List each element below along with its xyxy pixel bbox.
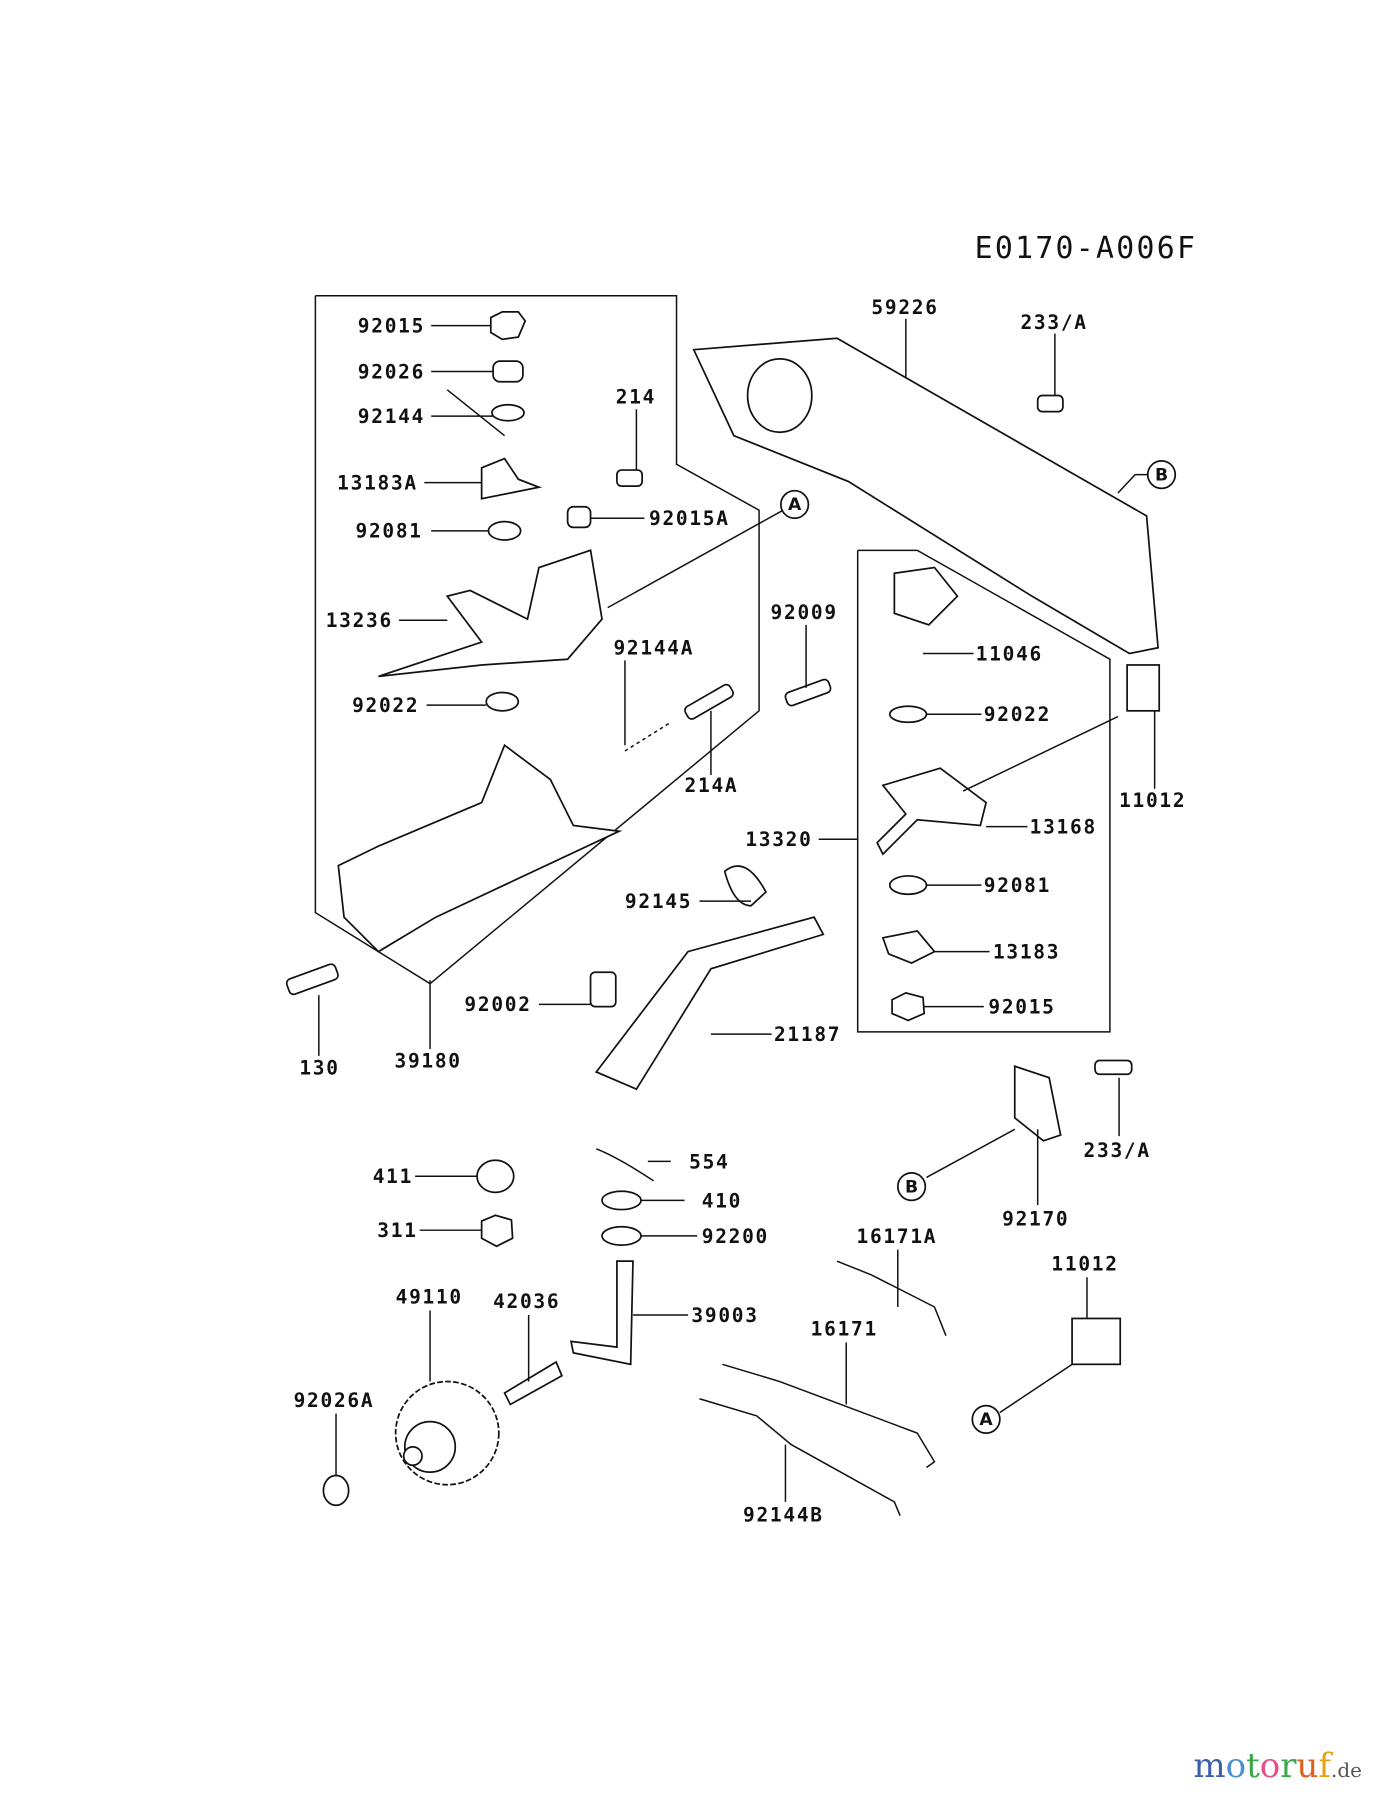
screw-214-icon xyxy=(616,469,643,487)
ref-circle-a-bottom: A xyxy=(971,1404,1001,1434)
svg-text:A: A xyxy=(788,495,802,515)
washer-410-icon xyxy=(601,1190,642,1211)
part-label: 214A xyxy=(685,774,739,797)
spring-icon xyxy=(491,403,525,422)
ref-circle-a-top: A xyxy=(780,489,810,520)
part-label: 214 xyxy=(616,386,656,409)
washer-92026A-icon xyxy=(322,1474,350,1507)
part-label: 39180 xyxy=(394,1049,461,1072)
bracket-92170-icon xyxy=(1013,1065,1062,1142)
watermark-logo: motoruf.de xyxy=(1193,1746,1362,1786)
part-label: 11046 xyxy=(976,642,1043,665)
part-label: 92015 xyxy=(988,996,1055,1019)
part-label: 92026 xyxy=(358,360,425,383)
boot-11012-icon xyxy=(1126,664,1161,712)
part-label: 21187 xyxy=(774,1023,841,1046)
part-label: 13183 xyxy=(993,940,1060,963)
part-label: 13168 xyxy=(1030,816,1097,839)
nut-92015b-icon xyxy=(891,991,926,1022)
part-label: 49110 xyxy=(396,1286,463,1309)
part-label: 13183A xyxy=(337,472,418,495)
plate-11046-icon xyxy=(893,566,959,626)
part-labels: 92015 92026 92144 13183A 92081 13236 920… xyxy=(294,296,1186,1526)
part-label: 554 xyxy=(689,1150,729,1173)
part-label: 92144 xyxy=(358,405,425,428)
washer-92022-icon xyxy=(485,691,520,712)
spring-92144B-icon xyxy=(699,1398,901,1516)
lever-21187-icon xyxy=(594,916,825,1091)
part-label: 39003 xyxy=(691,1304,758,1327)
part-shapes xyxy=(285,310,1161,1516)
part-label: 13320 xyxy=(745,828,812,851)
collar-92015A-icon xyxy=(566,505,592,529)
screw-233Ab-icon xyxy=(1094,1059,1133,1076)
plate-13183-icon xyxy=(881,930,936,964)
bolt-92002-icon xyxy=(589,971,617,1008)
part-label: 92145 xyxy=(625,890,692,913)
lever-13168-icon xyxy=(876,767,988,856)
part-label: 92081 xyxy=(356,520,423,543)
group-frame-13320 xyxy=(856,549,1111,1033)
part-label: 92015 xyxy=(358,314,425,337)
part-label: 16171 xyxy=(811,1318,878,1341)
part-label: 16171A xyxy=(857,1225,938,1248)
part-label: 410 xyxy=(702,1189,742,1212)
pin-42036-icon xyxy=(503,1360,563,1406)
part-label: 233/A xyxy=(1020,311,1087,334)
part-label: 92026A xyxy=(294,1389,375,1412)
svg-text:A: A xyxy=(979,1410,993,1430)
ref-circle-b-top: B xyxy=(1146,460,1177,490)
nut-icon xyxy=(489,310,527,341)
part-label: 92200 xyxy=(702,1225,769,1248)
boot-92145-icon xyxy=(723,865,768,907)
ref-circle-b-bottom: B xyxy=(896,1172,927,1202)
washer-92022b-icon xyxy=(888,705,928,724)
plate-13183A-icon xyxy=(480,457,543,500)
part-label: 11012 xyxy=(1051,1252,1118,1275)
collar-icon xyxy=(492,360,524,383)
part-label: 11012 xyxy=(1119,789,1186,812)
leader-lines xyxy=(318,318,1156,1502)
part-label: 13236 xyxy=(326,609,393,632)
part-label: 130 xyxy=(299,1056,339,1079)
part-label: 92009 xyxy=(771,601,838,624)
part-label: 92081 xyxy=(984,874,1051,897)
boot-11012b-icon xyxy=(1071,1317,1122,1366)
washer-92081b-icon xyxy=(888,875,928,896)
nut-311-icon xyxy=(480,1214,514,1248)
lever-13236-icon xyxy=(378,549,603,678)
shaft-39003-icon xyxy=(569,1260,634,1366)
bolt-130-icon xyxy=(285,963,339,996)
part-label: 92015A xyxy=(649,507,730,530)
part-label: 92022 xyxy=(352,694,419,717)
part-label: 92170 xyxy=(1002,1208,1069,1231)
group-frame-39180 xyxy=(314,295,760,985)
part-label: 42036 xyxy=(493,1290,560,1313)
part-label: 92144B xyxy=(743,1503,824,1526)
rod-16171A-icon xyxy=(836,1260,947,1336)
rod-16171-icon xyxy=(722,1363,936,1469)
pin-554-icon xyxy=(596,1148,655,1182)
part-label: 92144A xyxy=(613,637,694,660)
part-label: 92022 xyxy=(984,703,1051,726)
svg-text:B: B xyxy=(905,1177,918,1197)
screw-92009-icon xyxy=(784,678,832,707)
part-label: 233/A xyxy=(1084,1139,1151,1162)
washer-icon xyxy=(487,520,522,541)
part-label: 59226 xyxy=(871,296,938,319)
part-label: 311 xyxy=(377,1219,417,1242)
cover-59226-icon xyxy=(692,337,1159,655)
collar-411-icon xyxy=(476,1159,515,1194)
svg-text:B: B xyxy=(1155,465,1168,485)
part-label: 92002 xyxy=(464,993,531,1016)
screw-214A-icon xyxy=(684,683,734,720)
washer-92200-icon xyxy=(601,1225,642,1246)
screw-233A-icon xyxy=(1036,394,1064,413)
diagram-code: E0170-A006F xyxy=(975,231,1198,266)
bracket-39180-icon xyxy=(337,743,623,953)
part-label: 411 xyxy=(373,1165,413,1188)
